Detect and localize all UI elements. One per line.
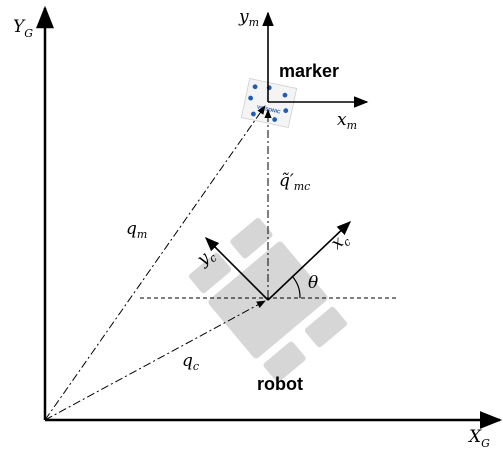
- robot-label: robot: [257, 374, 303, 394]
- q-c-label-sub: c: [193, 360, 199, 373]
- global-y-label: YG: [13, 17, 33, 40]
- global-x-label-sub: G: [481, 437, 490, 450]
- q-c-label-base: q: [182, 351, 193, 371]
- marker-y-label-base: y: [238, 7, 249, 27]
- global-y-label-base: Y: [13, 17, 26, 37]
- marker-dot: [282, 92, 288, 98]
- marker-dot: [250, 111, 256, 117]
- marker-x-label: xm: [337, 110, 357, 132]
- robot-x-label: xc: [327, 228, 353, 255]
- marker-x-label-sub: m: [347, 119, 357, 132]
- theta-arc: [291, 275, 301, 299]
- marker-dot: [252, 84, 258, 90]
- q-mc-label-base: q̃′: [279, 171, 294, 191]
- marker-y-label-sub: m: [249, 16, 259, 29]
- robot-x-axis: [267, 221, 352, 301]
- robot-wheel-rear-left: [263, 341, 306, 382]
- marker-y-label: ym: [238, 7, 259, 29]
- robot-y-axis: [204, 236, 269, 301]
- q-m-label-sub: m: [137, 228, 147, 241]
- robot-wheel-rear-right: [304, 306, 348, 348]
- marker-tag: VIRSONIC: [240, 77, 298, 129]
- global-y-label-sub: G: [24, 27, 33, 40]
- vector-q-c: [44, 300, 266, 421]
- marker-dot: [248, 95, 254, 101]
- q-mc-label: q̃′mc: [279, 171, 310, 193]
- global-x-label-base: X: [467, 427, 482, 447]
- q-m-label-base: q: [126, 219, 137, 239]
- robot-x-label-text: xc: [327, 228, 353, 255]
- marker-label: marker: [279, 61, 339, 81]
- marker-dot: [272, 117, 278, 122]
- marker-x-label-base: x: [337, 110, 347, 130]
- global-x-label: XG: [467, 427, 490, 450]
- q-m-label: qm: [126, 219, 147, 241]
- q-c-label: qc: [182, 351, 199, 373]
- marker-dot: [283, 108, 289, 114]
- robot-wheel-front-right: [230, 218, 273, 259]
- robot-wheel-front-left: [188, 252, 232, 294]
- theta-label: θ: [308, 273, 318, 293]
- q-mc-label-sub: mc: [294, 180, 311, 193]
